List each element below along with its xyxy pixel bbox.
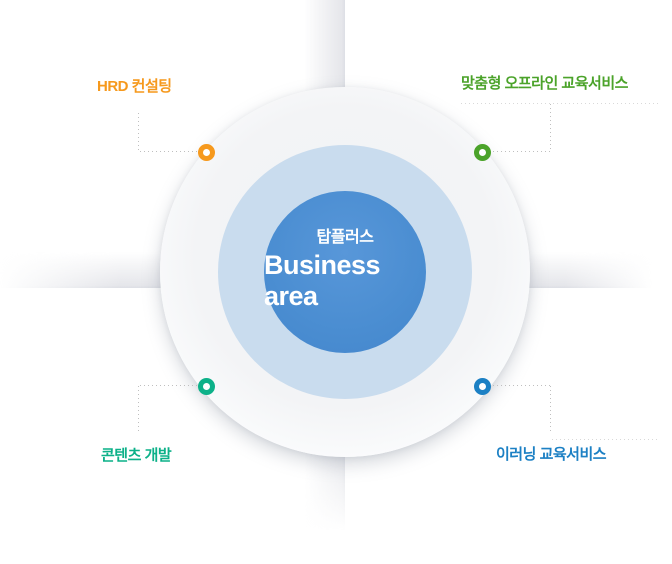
donut-marker-icon-hrd: [198, 144, 215, 161]
label-elearning-services: 이러닝 교육서비스: [496, 446, 607, 463]
connector-bottom-left-vertical: [138, 386, 139, 433]
diagram-title: Business area: [264, 249, 381, 311]
connector-top-right-horizontal: [493, 151, 550, 152]
connector-bottom-right-vertical: [550, 386, 551, 433]
company-name: 탑플러스: [316, 228, 374, 246]
label-content-development: 콘텐츠 개발: [101, 447, 172, 464]
connector-bottom-right-underline: [552, 439, 658, 440]
center-circle: 탑플러스 Business area: [264, 191, 426, 353]
donut-marker-icon-offline: [474, 144, 491, 161]
connector-bottom-right-horizontal: [493, 385, 550, 386]
connector-top-left-horizontal: [140, 151, 200, 152]
connector-top-right-underline: [461, 103, 658, 104]
donut-marker-icon-elearning: [474, 378, 491, 395]
connector-top-left-vertical: [138, 113, 139, 151]
label-offline-education: 맞춤형 오프라인 교육서비스: [461, 75, 628, 92]
label-hrd-consulting: HRD 컨설팅: [97, 78, 172, 95]
donut-marker-icon-content: [198, 378, 215, 395]
connector-bottom-left-horizontal: [140, 385, 200, 386]
connector-top-right-vertical: [550, 104, 551, 151]
